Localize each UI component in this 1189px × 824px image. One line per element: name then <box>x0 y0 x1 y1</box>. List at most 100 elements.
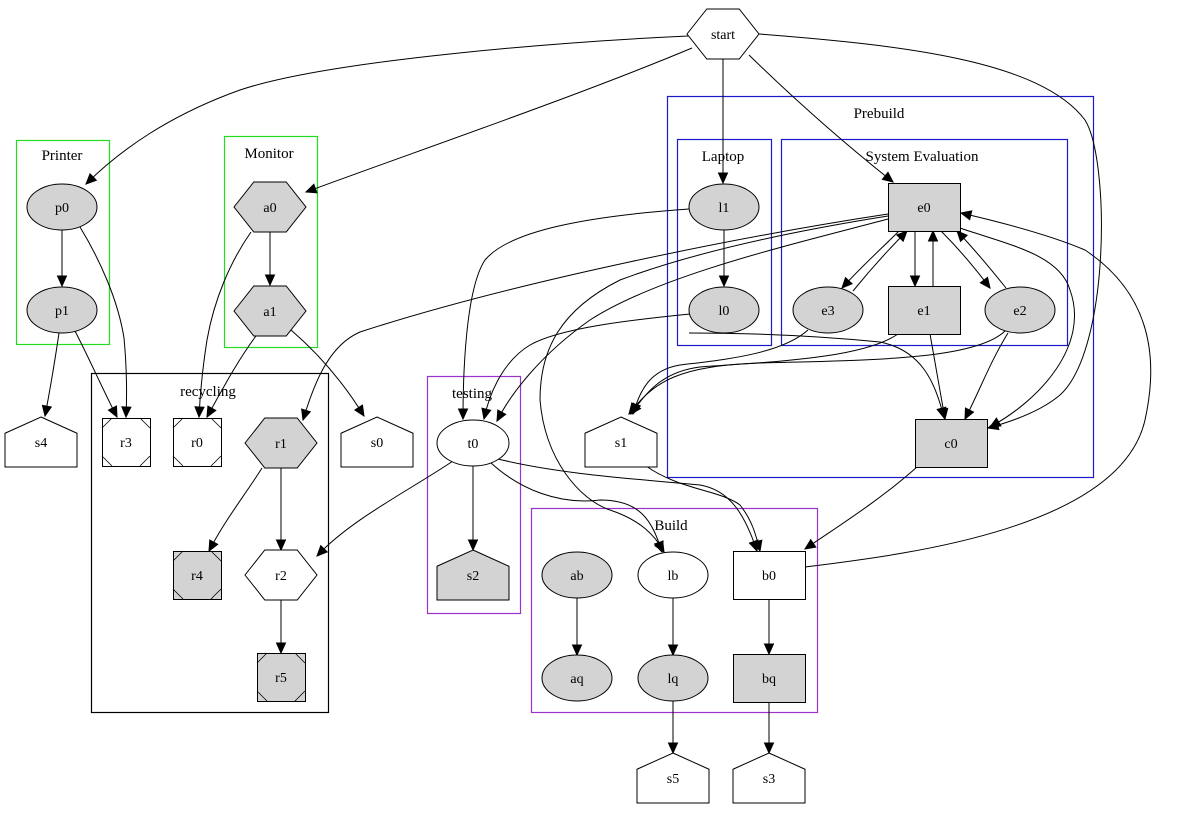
edge-e0-c0[interactable] <box>959 227 1075 428</box>
edge-line <box>929 333 946 420</box>
node-b0[interactable]: b0 <box>733 551 806 600</box>
node-label: e2 <box>1013 304 1026 319</box>
node-e0[interactable]: e0 <box>888 183 961 232</box>
node-lq[interactable]: lq <box>637 654 709 702</box>
edge-b0-e0[interactable] <box>804 210 1152 568</box>
node-a1[interactable]: a1 <box>233 285 307 337</box>
node-t0[interactable]: t0 <box>436 419 510 467</box>
arrowhead <box>803 538 817 550</box>
edge-start-l1[interactable] <box>717 59 729 185</box>
edge-start-p0[interactable] <box>85 35 689 185</box>
node-e1[interactable]: e1 <box>888 286 961 335</box>
node-e2[interactable]: e2 <box>984 286 1056 334</box>
node-r1[interactable]: r1 <box>244 417 318 469</box>
edge-line <box>208 467 263 552</box>
edge-lq-s5[interactable] <box>667 701 679 755</box>
house-shape <box>584 416 658 468</box>
edge-a0-a1[interactable] <box>264 232 276 287</box>
ellipse-shape <box>637 551 709 599</box>
node-aq[interactable]: aq <box>541 654 613 702</box>
node-label: p0 <box>55 201 69 216</box>
node-start[interactable]: start <box>686 8 760 60</box>
edge-e2-e0[interactable] <box>956 230 1007 289</box>
edge-b0-bq[interactable] <box>763 599 775 656</box>
edge-p1-r3[interactable] <box>74 330 118 419</box>
edge-a0-r0[interactable] <box>194 231 252 419</box>
edge-e0-e3[interactable] <box>841 230 900 289</box>
node-r0[interactable]: r0 <box>172 417 222 467</box>
edge-p0-r3[interactable] <box>79 226 132 419</box>
node-label: a0 <box>263 201 276 216</box>
edge-p1-s4[interactable] <box>41 332 60 418</box>
arrowhead <box>275 642 287 655</box>
node-c0[interactable]: c0 <box>915 419 988 468</box>
edge-t0-r2[interactable] <box>316 460 454 557</box>
node-s2[interactable]: s2 <box>436 549 510 601</box>
node-p0[interactable]: p0 <box>26 183 98 231</box>
arrowhead <box>264 274 276 287</box>
ellipse-shape <box>26 286 98 334</box>
node-a0[interactable]: a0 <box>233 181 307 233</box>
node-label: ab <box>570 569 583 584</box>
arrowhead <box>895 230 908 243</box>
node-s0[interactable]: s0 <box>340 416 414 468</box>
edge-e2-c0[interactable] <box>964 332 1009 421</box>
node-r3[interactable]: r3 <box>101 417 151 467</box>
node-s3[interactable]: s3 <box>732 752 806 804</box>
edge-start-a0[interactable] <box>304 47 693 194</box>
node-l1[interactable]: l1 <box>688 183 760 231</box>
cluster-printer: Printer <box>15 139 111 346</box>
edge-e0-e1[interactable] <box>909 231 921 288</box>
node-s4[interactable]: s4 <box>4 416 78 468</box>
edge-e0-e2[interactable] <box>940 230 991 289</box>
node-r2[interactable]: r2 <box>244 549 318 601</box>
edge-e0-t0[interactable] <box>496 218 889 423</box>
node-r4[interactable]: r4 <box>172 550 222 600</box>
node-s1[interactable]: s1 <box>584 416 658 468</box>
edge-r1-r2[interactable] <box>275 468 287 552</box>
edge-lb-lq[interactable] <box>667 598 679 657</box>
node-label: start <box>711 28 735 43</box>
edge-l1-t0[interactable] <box>457 208 690 421</box>
edge-e1-e0[interactable] <box>927 229 939 286</box>
hexagon-shape <box>233 181 307 233</box>
node-e3[interactable]: e3 <box>792 286 864 334</box>
node-label: p1 <box>55 304 69 319</box>
node-r5[interactable]: r5 <box>256 652 306 702</box>
arrowhead <box>206 405 217 419</box>
edge-t0-lb[interactable] <box>489 461 664 554</box>
cluster-label: testing <box>452 386 492 402</box>
edge-r1-r4[interactable] <box>208 467 263 553</box>
edge-start-e0[interactable] <box>748 54 894 183</box>
node-label: r4 <box>191 569 203 584</box>
edge-line <box>688 332 945 419</box>
box-shape <box>888 286 961 335</box>
node-l0[interactable]: l0 <box>688 286 760 334</box>
edge-e3-e0[interactable] <box>852 230 908 292</box>
edge-bq-s3[interactable] <box>763 702 775 755</box>
node-s5[interactable]: s5 <box>636 752 710 804</box>
ellipse-shape <box>688 183 760 231</box>
edge-p0-p1[interactable] <box>56 230 68 288</box>
edge-l0-t0[interactable] <box>481 313 691 421</box>
edge-s1-b0[interactable] <box>645 465 763 553</box>
edge-e0-r1[interactable] <box>301 213 889 422</box>
edge-a1-r0[interactable] <box>206 335 257 419</box>
cluster-monitor: Monitor <box>223 135 319 349</box>
node-p1[interactable]: p1 <box>26 286 98 334</box>
edge-e1-c0[interactable] <box>929 333 949 421</box>
edge-t0-s2[interactable] <box>467 466 479 552</box>
edge-a1-s0[interactable] <box>290 329 365 418</box>
node-ab[interactable]: ab <box>541 551 613 599</box>
edge-r2-r5[interactable] <box>275 600 287 655</box>
node-lb[interactable]: lb <box>637 551 709 599</box>
edge-e0-lb[interactable] <box>539 215 889 554</box>
node-bq[interactable]: bq <box>733 654 806 703</box>
edge-e2-s1[interactable] <box>628 330 1006 415</box>
edge-line <box>956 230 1007 289</box>
edge-ab-aq[interactable] <box>571 598 583 657</box>
cluster-border <box>223 135 319 349</box>
edge-l1-l0[interactable] <box>718 230 730 288</box>
edge-c0-b0[interactable] <box>803 466 918 550</box>
edge-line <box>305 47 693 193</box>
